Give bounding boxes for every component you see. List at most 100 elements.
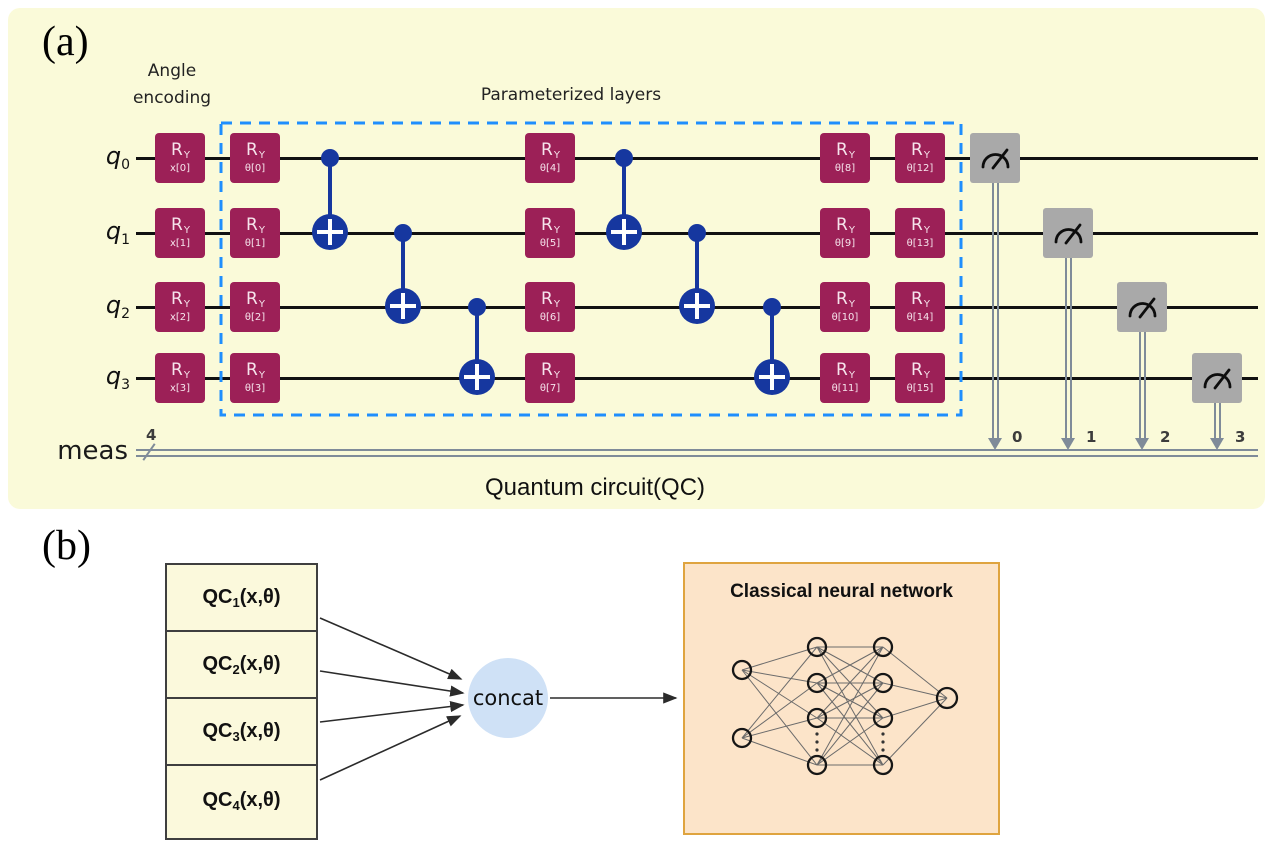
qubit-label-q3: q3 — [58, 362, 130, 393]
gate-base: R — [541, 215, 553, 235]
gate-param: θ[2] — [244, 312, 266, 323]
classical-arrow-3 — [1210, 438, 1224, 450]
quantum-circuit-caption: Quantum circuit(QC) — [484, 474, 706, 501]
gate-sub: Y — [848, 370, 855, 381]
gate-param: θ[1] — [244, 238, 266, 249]
gate-base: R — [541, 360, 553, 380]
gate-param: x[0] — [169, 163, 191, 174]
gate-name: RY — [525, 360, 575, 381]
gate-name: RY — [155, 142, 205, 161]
parameterized-layers-caption: Parameterized layers — [480, 85, 662, 105]
qc-sub: 3 — [232, 729, 240, 744]
qubit-wire-q3 — [136, 377, 1258, 380]
gate-sub: Y — [923, 225, 930, 236]
gate-name: RY — [525, 289, 575, 310]
qc-base: QC — [202, 720, 233, 742]
measurement-gauge-icon — [1203, 368, 1232, 390]
gate-sub: Y — [183, 150, 190, 161]
gate-param: θ[14] — [906, 312, 934, 323]
ry-gate-theta7: RY θ[7] — [525, 353, 575, 403]
gate-sub: Y — [923, 299, 930, 310]
cnot-line — [475, 306, 479, 379]
classical-arrow-0 — [988, 438, 1002, 450]
clbit-label-0: 0 — [1012, 428, 1023, 446]
qc-sub: 4 — [232, 797, 240, 813]
ry-gate-x3: RY x[3] — [155, 353, 205, 403]
gate-param: x[3] — [169, 383, 191, 394]
gate-base: R — [836, 289, 848, 309]
measurement-gauge-icon — [1054, 223, 1083, 245]
gate-sub: Y — [258, 150, 265, 161]
gate-name: RY — [895, 362, 945, 381]
qubit-sub: 0 — [121, 157, 130, 173]
nn-title: Classical neural network — [730, 581, 953, 602]
gate-base: R — [541, 289, 553, 309]
classical-nn-box: Classical neural network — [683, 562, 1000, 835]
gate-base: R — [246, 140, 258, 160]
qubit-base: q — [105, 291, 122, 319]
gate-name: RY — [895, 291, 945, 310]
cnot-control-dot — [394, 224, 412, 242]
measure-gate-q0 — [970, 133, 1020, 183]
classical-arrow-1 — [1061, 438, 1075, 450]
classical-bus-line — [136, 449, 1258, 457]
qc-args: (x,θ) — [239, 653, 281, 675]
classical-wire-q2 — [1139, 332, 1146, 438]
gate-base: R — [246, 289, 258, 309]
gate-param: θ[0] — [244, 163, 266, 174]
gate-param: θ[6] — [539, 312, 561, 323]
gate-base: R — [246, 360, 258, 380]
cnot-control-dot — [688, 224, 706, 242]
gate-base: R — [541, 140, 553, 160]
gate-name: RY — [820, 289, 870, 310]
neural-network-graphic — [731, 636, 959, 776]
gate-sub: Y — [848, 299, 855, 310]
gate-sub: Y — [258, 299, 265, 310]
nn-nodes — [731, 636, 959, 776]
classical-wire-q1 — [1065, 258, 1072, 438]
qubit-base: q — [105, 142, 122, 170]
qubit-sub: 2 — [121, 306, 130, 322]
gate-base: R — [836, 360, 848, 380]
gate-param: θ[12] — [906, 163, 934, 174]
qubit-base: q — [105, 217, 122, 245]
gate-param: θ[15] — [906, 383, 934, 394]
cnot-target-icon — [459, 359, 495, 395]
classical-wire-q0 — [992, 183, 999, 438]
qc-args: (x,θ) — [239, 788, 281, 811]
angle-encoding-line2: encoding — [132, 88, 212, 108]
gate-param: θ[7] — [539, 383, 561, 394]
gate-sub: Y — [183, 299, 190, 310]
gate-param: θ[11] — [831, 383, 859, 394]
gate-param: θ[3] — [244, 383, 266, 394]
gate-sub: Y — [258, 225, 265, 236]
gate-base: R — [836, 140, 848, 160]
cnot-line — [695, 232, 699, 308]
cnot-control-dot — [321, 149, 339, 167]
classical-arrow-2 — [1135, 438, 1149, 450]
gate-name: RY — [895, 142, 945, 161]
panel-b-label: (b) — [42, 523, 91, 569]
ry-gate-theta14: RY θ[14] — [895, 282, 945, 332]
ry-gate-theta6: RY θ[6] — [525, 282, 575, 332]
qubit-sub: 3 — [121, 377, 130, 393]
cnot-line — [770, 306, 774, 379]
ry-gate-x0: RY x[0] — [155, 133, 205, 183]
gate-name: RY — [155, 362, 205, 381]
measurement-gauge-icon — [981, 148, 1010, 170]
gate-name: RY — [230, 217, 280, 236]
gate-name: RY — [820, 360, 870, 381]
qc-base: QC — [202, 586, 233, 608]
